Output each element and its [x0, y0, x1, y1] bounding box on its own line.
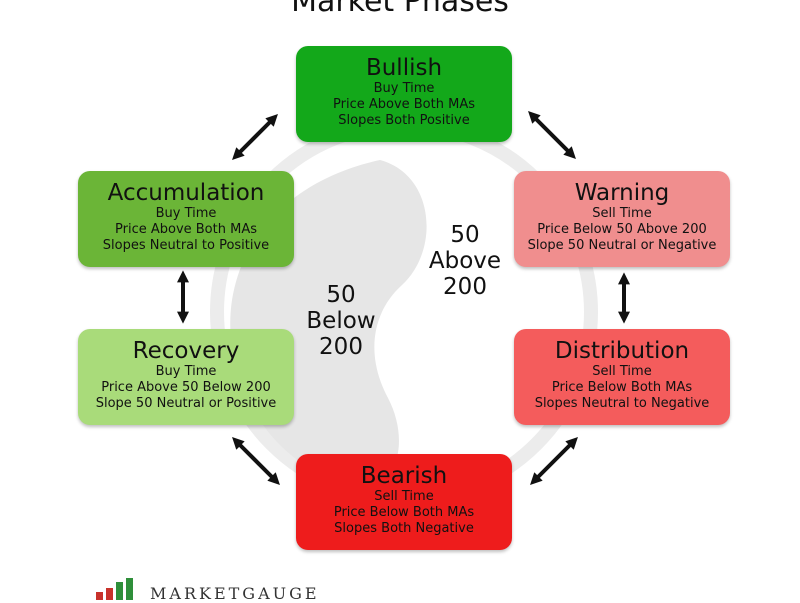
phase-price-rule: Price Above Both MAs	[333, 97, 475, 112]
phase-slope-rule: Slopes Neutral to Positive	[102, 238, 270, 253]
phase-action: Buy Time	[155, 206, 217, 221]
phase-slope-rule: Slope 50 Neutral or Negative	[527, 238, 717, 253]
phase-slope-rule: Slopes Neutral to Negative	[534, 396, 710, 411]
arrow-accumulation-bullish	[232, 114, 278, 160]
marketgauge-logo-icon	[96, 578, 133, 600]
phase-name: Recovery	[132, 338, 240, 364]
phase-slope-rule: Slope 50 Neutral or Positive	[95, 396, 277, 411]
phase-name: Warning	[574, 180, 670, 206]
phase-price-rule: Price Above Both MAs	[115, 222, 257, 237]
phase-action: Buy Time	[155, 364, 217, 379]
phase-action: Sell Time	[592, 364, 652, 379]
label-line: Below	[306, 308, 376, 334]
phase-distribution: Distribution Sell Time Price Below Both …	[514, 329, 730, 425]
label-line: 50	[450, 222, 480, 248]
phase-name: Bullish	[365, 55, 443, 81]
label-50-above-200: 50 Above 200	[415, 222, 515, 300]
phase-price-rule: Price Below Both MAs	[551, 380, 693, 395]
phase-action: Sell Time	[592, 206, 652, 221]
phase-name: Distribution	[554, 338, 690, 364]
phase-slope-rule: Slopes Both Positive	[338, 113, 470, 128]
arrow-bearish-recovery	[232, 437, 280, 485]
arrow-distribution-bearish	[530, 437, 578, 485]
phase-name: Accumulation	[107, 180, 265, 206]
phase-warning: Warning Sell Time Price Below 50 Above 2…	[514, 171, 730, 267]
phase-action: Sell Time	[374, 489, 434, 504]
label-line: 200	[443, 274, 487, 300]
label-50-below-200: 50 Below 200	[291, 282, 391, 360]
logo-text: MARKETGAUGE	[150, 584, 320, 603]
phase-bearish: Bearish Sell Time Price Below Both MAs S…	[296, 454, 512, 550]
phase-action: Buy Time	[373, 81, 435, 96]
label-line: Above	[428, 248, 502, 274]
diagram-title: Market Phases	[291, 0, 509, 19]
phase-price-rule: Price Below Both MAs	[333, 505, 475, 520]
phase-slope-rule: Slopes Both Negative	[334, 521, 474, 536]
phase-price-rule: Price Above 50 Below 200	[101, 380, 271, 395]
phase-recovery: Recovery Buy Time Price Above 50 Below 2…	[78, 329, 294, 425]
phase-name: Bearish	[360, 463, 448, 489]
arrow-bullish-warning	[528, 111, 576, 159]
phase-bullish: Bullish Buy Time Price Above Both MAs Sl…	[296, 46, 512, 142]
label-line: 200	[319, 334, 363, 360]
phase-price-rule: Price Below 50 Above 200	[537, 222, 707, 237]
label-line: 50	[326, 282, 356, 308]
phase-accumulation: Accumulation Buy Time Price Above Both M…	[78, 171, 294, 267]
